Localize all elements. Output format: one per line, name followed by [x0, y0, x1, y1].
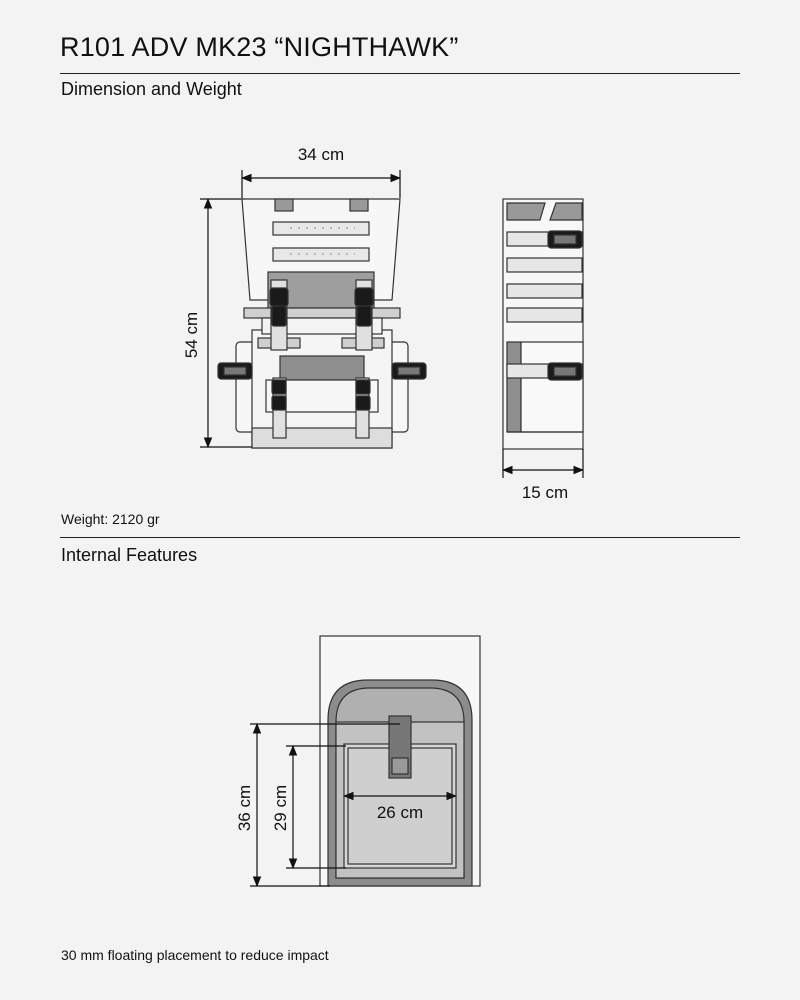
- section-heading-internal: Internal Features: [61, 545, 198, 565]
- section-divider: [60, 537, 740, 538]
- side-view-drawing: [501, 198, 585, 478]
- depth-label: 15 cm: [522, 483, 568, 502]
- page-title: R101 ADV MK23 “NIGHTHAWK”: [60, 32, 459, 62]
- section-heading-dimension: Dimension and Weight: [61, 79, 242, 99]
- inner-width-label: 26 cm: [377, 803, 423, 822]
- inner-height-label: 29 cm: [271, 785, 290, 831]
- internal-note: 30 mm floating placement to reduce impac…: [61, 947, 329, 963]
- internal-view-drawing: [250, 635, 481, 888]
- title-divider: [60, 73, 740, 74]
- height-label: 54 cm: [182, 312, 201, 358]
- outer-height-label: 36 cm: [235, 785, 254, 831]
- width-label: 34 cm: [298, 145, 344, 164]
- weight-text: Weight: 2120 gr: [61, 511, 160, 527]
- front-view-drawing: [200, 170, 427, 449]
